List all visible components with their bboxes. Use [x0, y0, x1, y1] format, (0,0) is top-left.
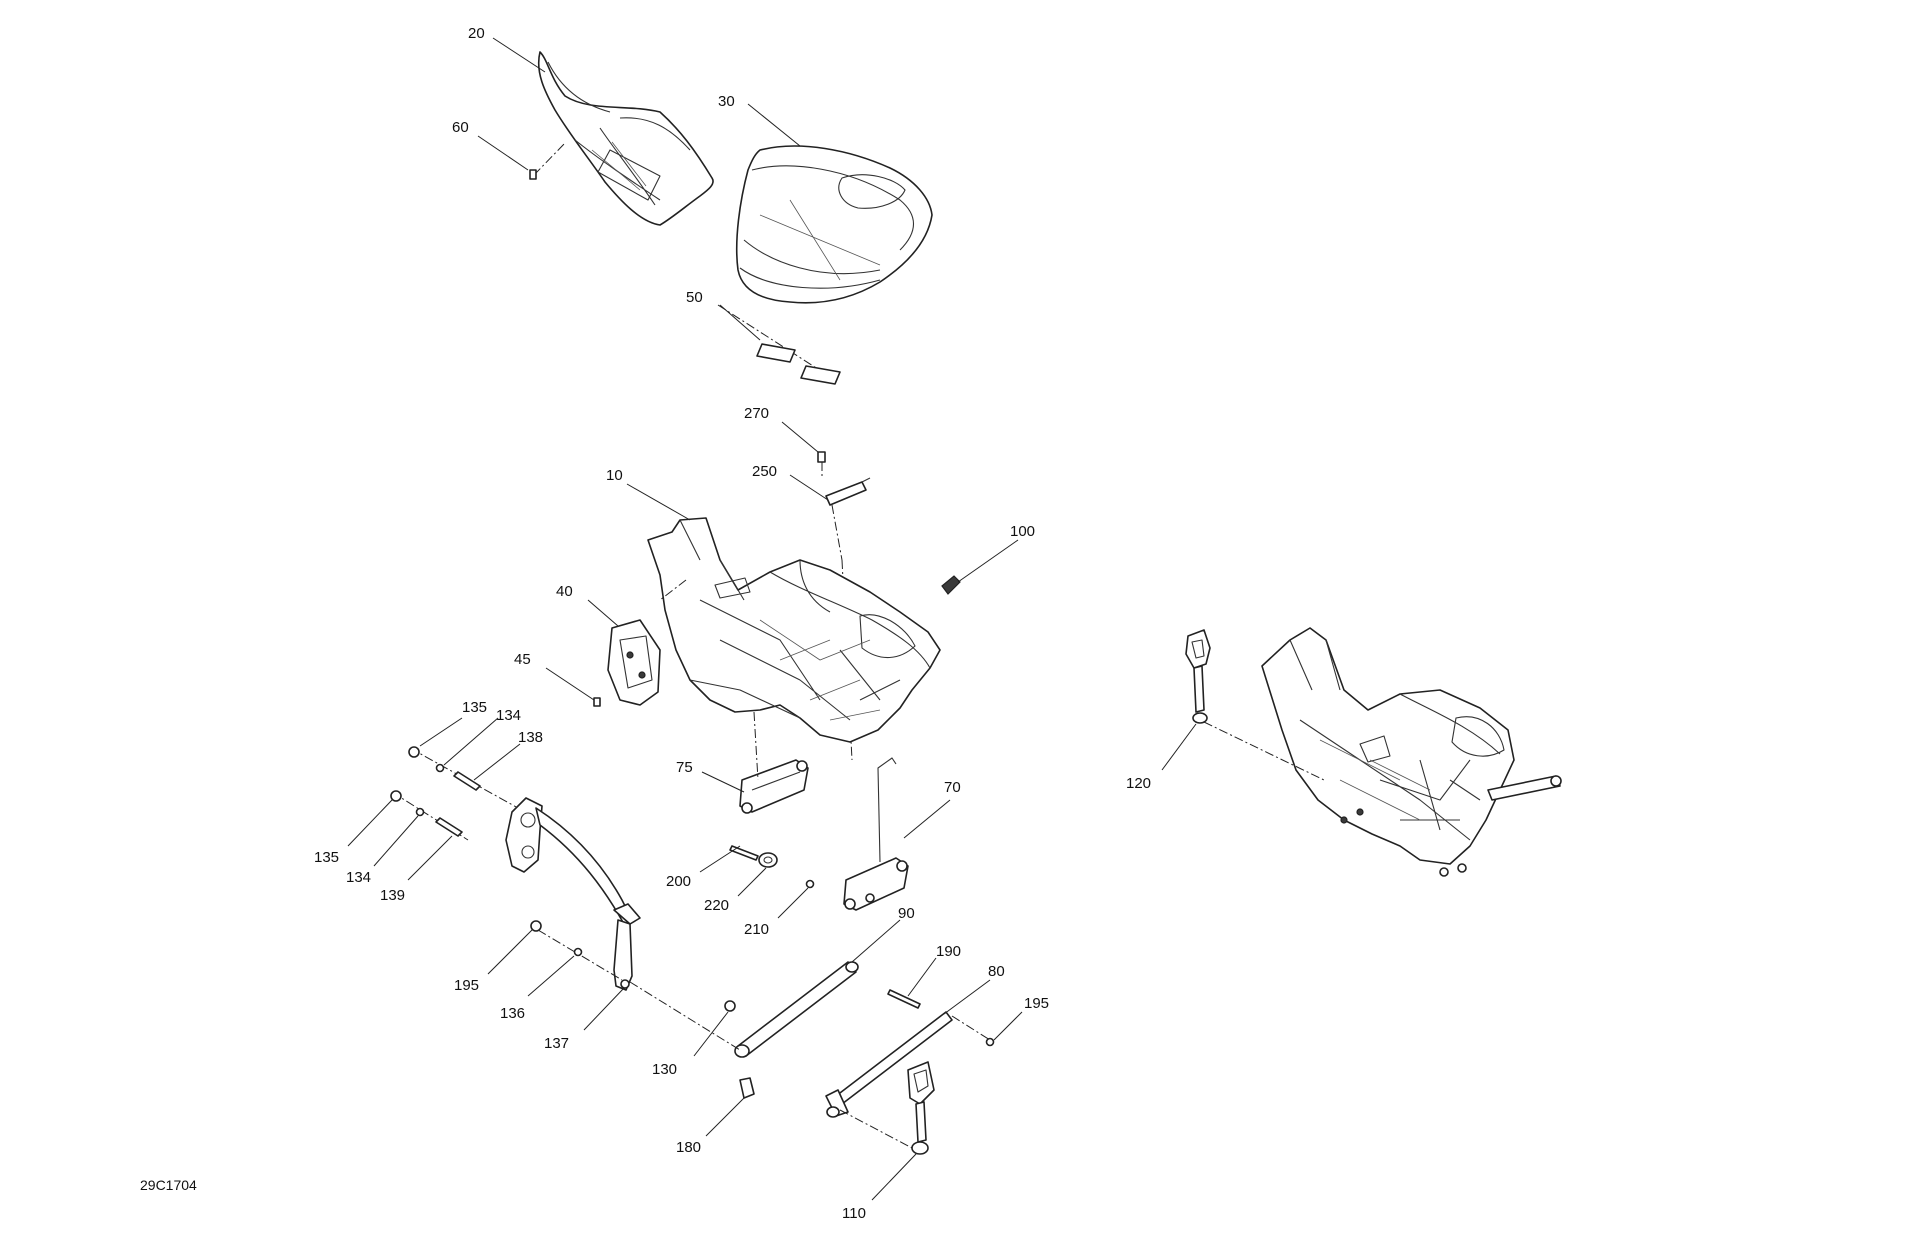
leader-190: [907, 957, 937, 997]
callout-195-label: 195: [1024, 995, 1049, 1012]
callout-10: 10: [606, 467, 623, 484]
leader-220: [737, 867, 767, 897]
leader-10: [626, 483, 691, 521]
leader-137: [527, 955, 575, 997]
tube-part-80: [825, 1011, 991, 1149]
callout-200: 200: [666, 873, 691, 890]
bracket-part-40: [607, 619, 661, 706]
screw-part-60: [529, 141, 567, 180]
leader-250: [789, 474, 829, 501]
bolt-part-136: [530, 920, 623, 981]
callout-136: 195: [454, 977, 479, 994]
leader-130: [583, 987, 625, 1031]
latch-bracket-part-70: [843, 757, 909, 911]
hinge-part-75: [739, 711, 809, 814]
callout-40: 40: [556, 583, 573, 600]
callout-75: 75: [676, 759, 693, 776]
callout-70: 70: [944, 779, 961, 796]
callout-138: 138: [518, 729, 543, 746]
clip-part-240: [739, 1077, 755, 1099]
buckle-part-110: [907, 1061, 935, 1155]
leader-180: [693, 1011, 729, 1057]
callout-60: 60: [452, 119, 469, 136]
leader-20: [492, 37, 546, 73]
leader-40: [587, 599, 619, 627]
callout-220: 220: [704, 897, 729, 914]
washer-part-137: [573, 947, 583, 957]
callout-139: 139: [380, 887, 405, 904]
callout-90: 90: [898, 905, 915, 922]
reference-code: 29C1704: [140, 1177, 197, 1193]
callout-80: 80: [988, 963, 1005, 980]
leader-134b: [373, 815, 419, 867]
seat-frame-part-10: [647, 517, 941, 743]
bushing-part-220: [758, 852, 778, 868]
leader-75: [701, 771, 745, 793]
leader-136: [487, 929, 533, 975]
callout-180: 130: [652, 1061, 677, 1078]
callout-134b: 134: [346, 869, 371, 886]
nut-part-195: [985, 1037, 995, 1047]
axis-frame-40: [659, 579, 687, 601]
screw-part-270: [817, 451, 826, 478]
leader-135b: [347, 799, 393, 847]
tube-part-90: [734, 961, 859, 1058]
leader-134a: [443, 717, 499, 766]
callout-45: 45: [514, 651, 531, 668]
leader-210: [777, 887, 809, 919]
fastener-group-lower: [390, 790, 469, 841]
callout-137: 136: [500, 1005, 525, 1022]
leader-195: [993, 1011, 1023, 1041]
callout-190: 190: [936, 943, 961, 960]
callout-100: 100: [1010, 523, 1035, 540]
leader-80: [943, 979, 991, 1015]
leader-138: [473, 743, 521, 781]
callout-130: 137: [544, 1035, 569, 1052]
leader-110: [871, 1153, 917, 1201]
nut-part-210: [805, 879, 815, 889]
seat-belt-part-130: [505, 797, 641, 991]
leader-45: [545, 667, 595, 701]
callout-135a: 135: [462, 699, 487, 716]
callout-135b: 135: [314, 849, 339, 866]
leader-50: [719, 304, 761, 341]
leader-70: [903, 799, 951, 839]
pin-part-200: [729, 845, 759, 861]
leader-135a: [419, 717, 463, 747]
callout-110: 110: [842, 1205, 866, 1222]
leader-139: [407, 835, 453, 881]
leader-30: [747, 103, 801, 147]
leader-120: [1161, 723, 1197, 771]
callout-250: 250: [752, 463, 777, 480]
nut-part-180: [629, 981, 741, 1051]
callout-30: 30: [718, 93, 735, 110]
assembled-seat-view: [1261, 627, 1562, 877]
leader-100: [957, 539, 1019, 583]
seat-cushion-part-30: [735, 145, 933, 304]
screw-part-45: [593, 697, 601, 707]
callout-270: 270: [744, 405, 769, 422]
label-part-50: [717, 304, 841, 385]
leader-200: [699, 845, 741, 873]
leader-60: [477, 135, 529, 171]
seat-belt-part-120: [1185, 629, 1325, 781]
callout-20: 20: [468, 25, 485, 42]
callout-50: 50: [686, 289, 703, 306]
leader-90: [851, 919, 901, 963]
leader-240: [705, 1097, 745, 1137]
fastener-group-upper: [408, 746, 519, 809]
callout-134a: 134: [496, 707, 521, 724]
clip-part-100: [941, 575, 961, 595]
leader-270: [781, 421, 819, 453]
callout-210: 210: [744, 921, 769, 938]
callout-120: 120: [1126, 775, 1151, 792]
backrest-cushion-part-20: [537, 51, 714, 226]
bolt-part-190: [887, 989, 921, 1009]
callout-240: 180: [676, 1139, 701, 1156]
